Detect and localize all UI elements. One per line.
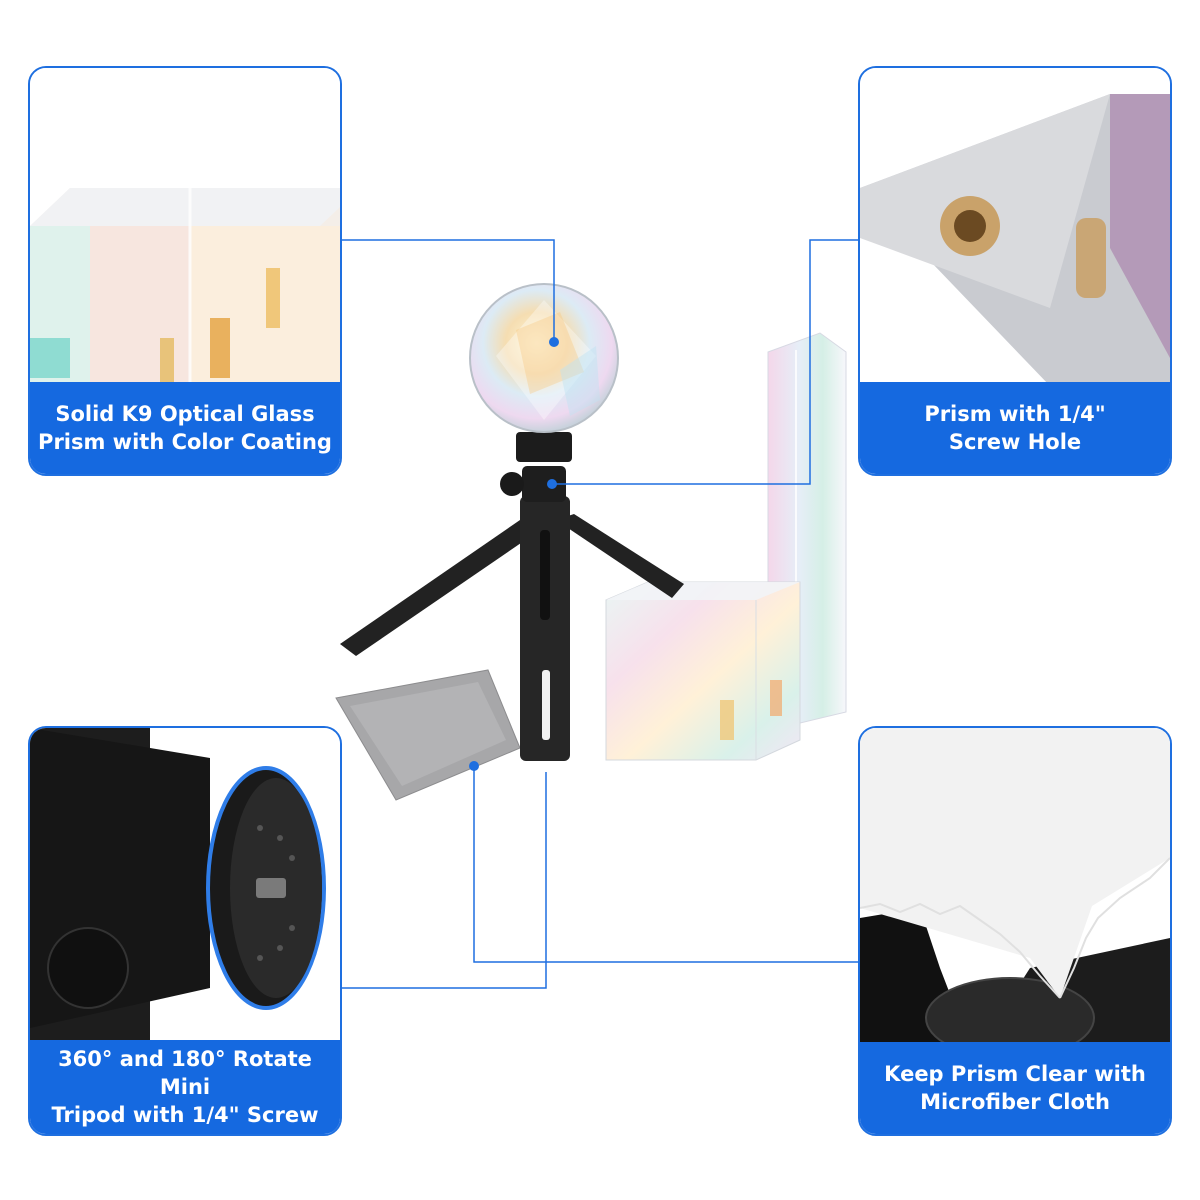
feature-caption: Solid K9 Optical Glass Prism with Color …: [30, 382, 340, 474]
connector-top-left: [342, 239, 555, 342]
feature-caption: 360° and 180° Rotate Mini Tripod with 1/…: [30, 1040, 340, 1134]
feature-caption: Prism with 1/4" Screw Hole: [860, 382, 1170, 474]
caption-line-2: Screw Hole: [948, 430, 1082, 454]
connector-dots: [469, 337, 559, 771]
feature-caption: Keep Prism Clear with Microfiber Cloth: [860, 1042, 1170, 1134]
screw-hole-icon: [860, 68, 1170, 386]
caption-line-2: Tripod with 1/4" Screw: [51, 1103, 319, 1127]
caption-line-1: 360° and 180° Rotate Mini: [58, 1047, 312, 1099]
tripod-head-icon: [30, 728, 340, 1044]
glass-cube: [605, 581, 801, 761]
feature-card-microfiber-cloth: Keep Prism Clear with Microfiber Cloth: [858, 726, 1172, 1136]
glass-cube-prism-icon: [30, 68, 340, 386]
microfiber-cloth: [335, 669, 521, 801]
connector-lines: [342, 239, 858, 989]
connector-bottom-right: [473, 766, 858, 963]
feature-card-screw-hole: Prism with 1/4" Screw Hole: [858, 66, 1172, 476]
caption-line-1: Prism with 1/4": [924, 402, 1106, 426]
caption-line-2: Prism with Color Coating: [38, 430, 332, 454]
microfiber-cloth-icon: [860, 728, 1170, 1046]
caption-line-1: Keep Prism Clear with: [884, 1062, 1146, 1086]
feature-card-rotate-tripod: 360° and 180° Rotate Mini Tripod with 1/…: [28, 726, 342, 1136]
caption-line-2: Microfiber Cloth: [920, 1090, 1110, 1114]
crystal-ball: [469, 283, 619, 433]
connector-bottom-left: [342, 772, 547, 989]
triangular-prism-rod: [767, 332, 847, 725]
mini-tripod: [340, 432, 684, 761]
feature-card-glass-prism: Solid K9 Optical Glass Prism with Color …: [28, 66, 342, 476]
caption-line-1: Solid K9 Optical Glass: [55, 402, 315, 426]
connector-top-right: [552, 239, 858, 485]
